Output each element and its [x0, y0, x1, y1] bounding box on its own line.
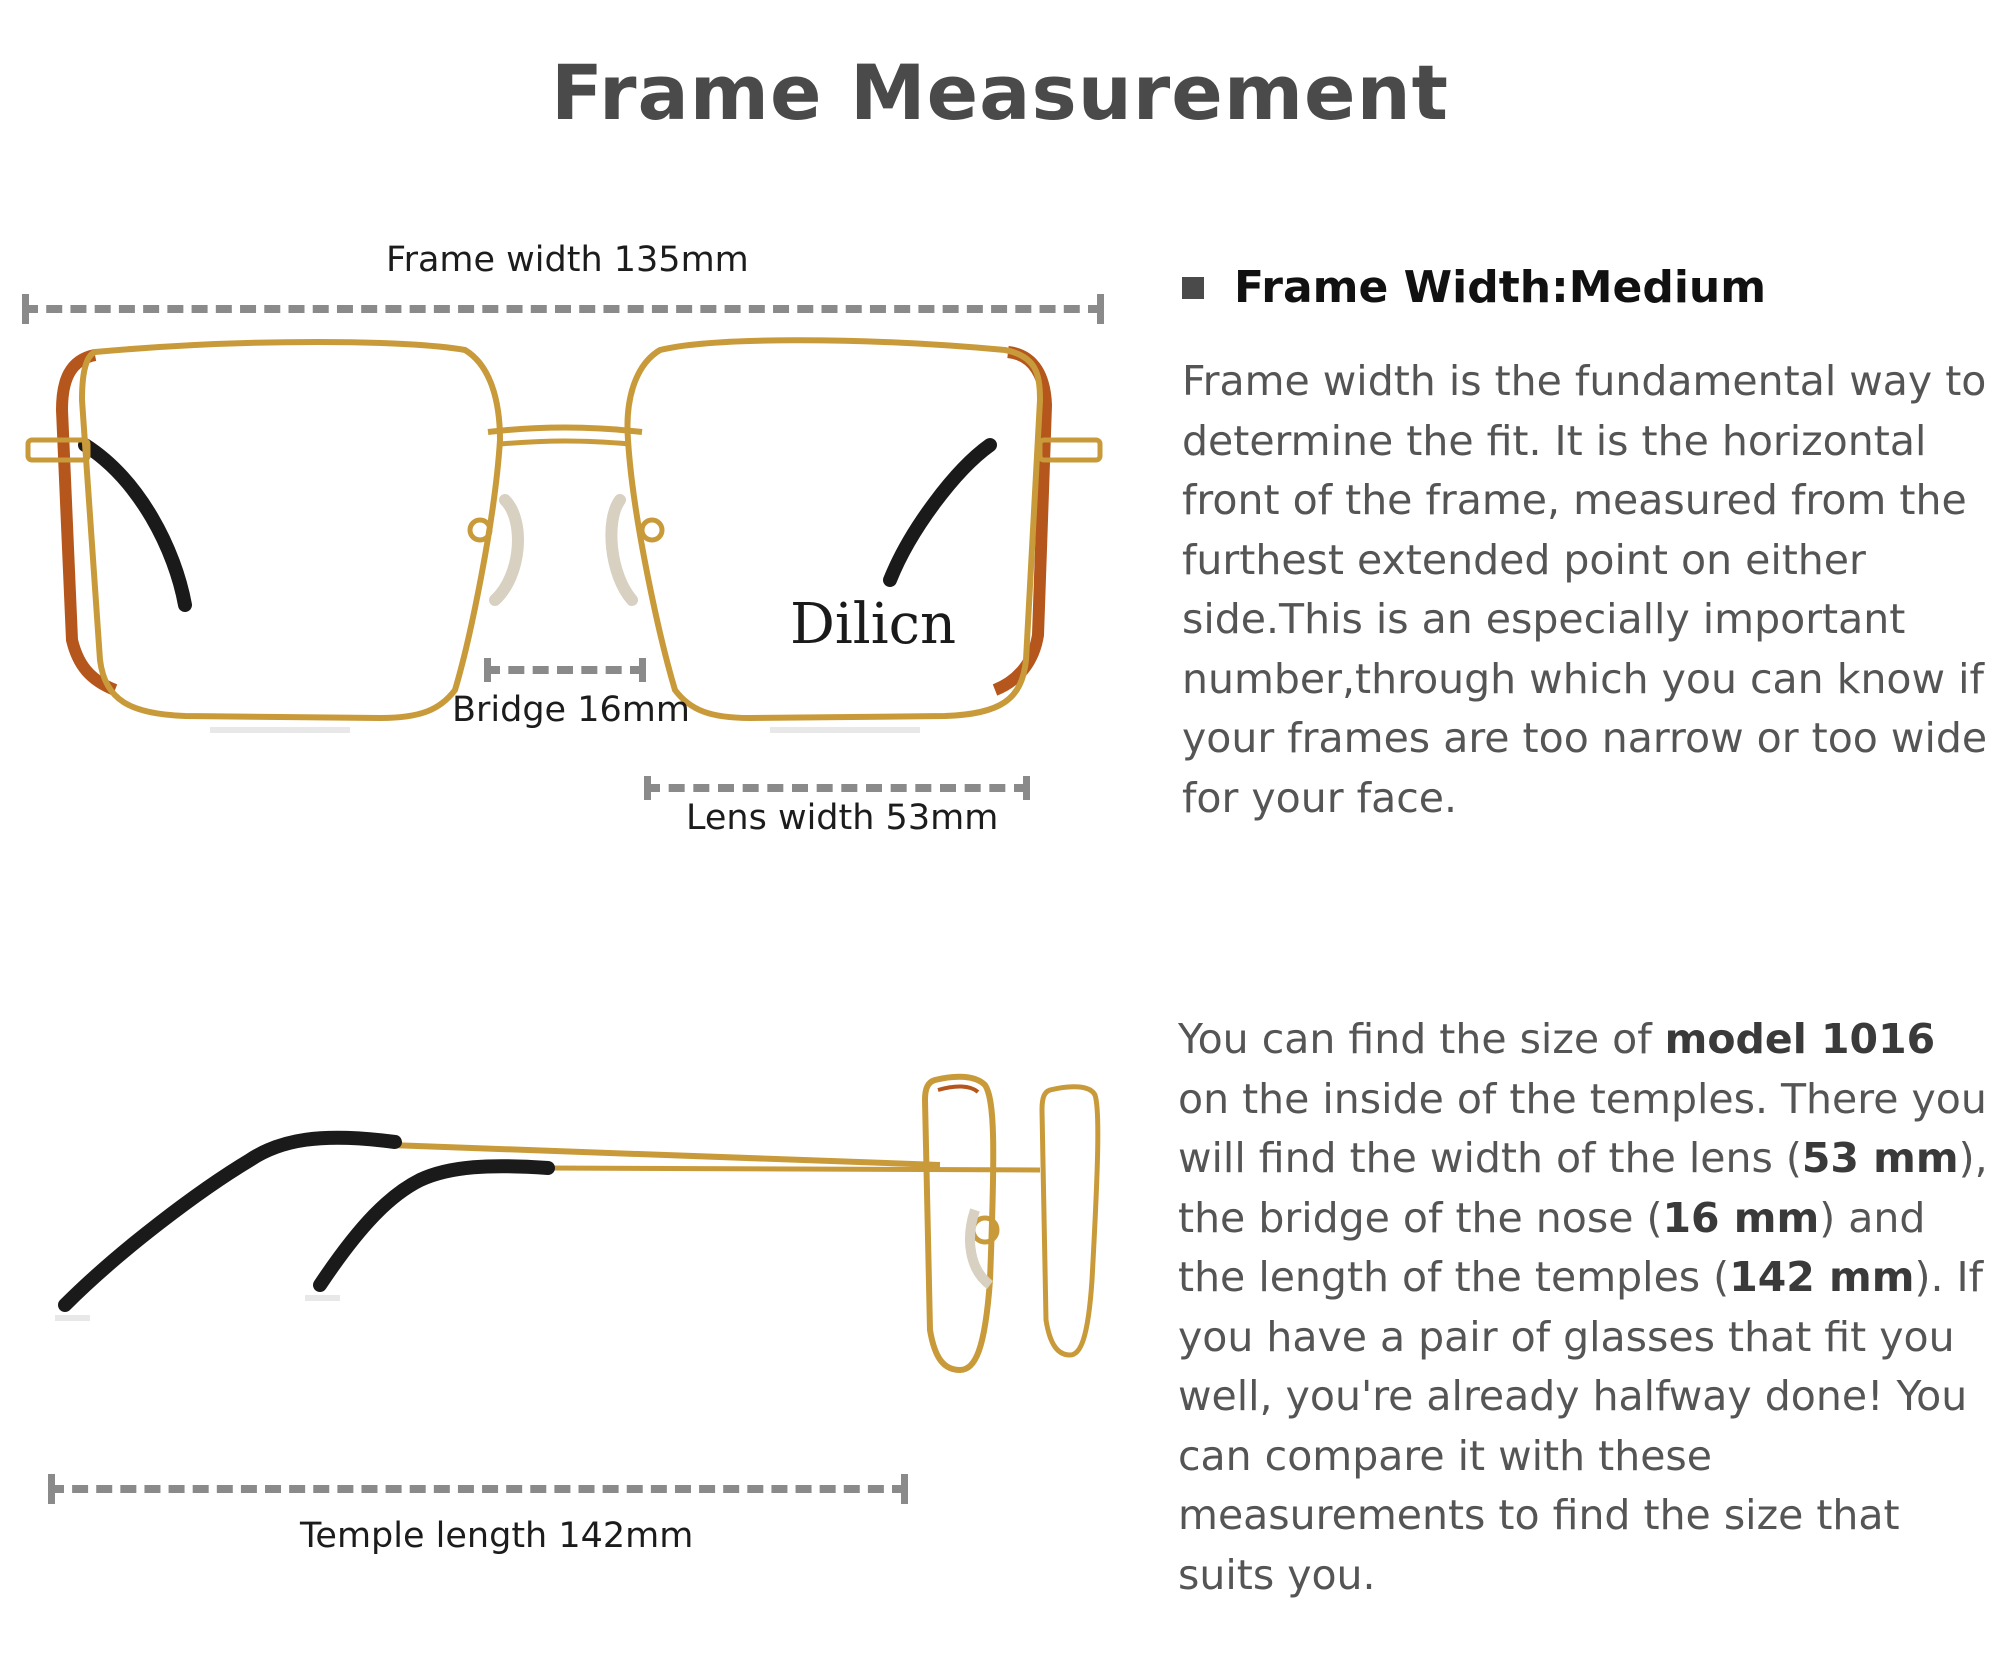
square-bullet-icon	[1182, 276, 1204, 299]
brand-logo: Dilicn	[790, 592, 957, 657]
temple-length-dimension-line	[48, 1474, 908, 1504]
model-number: model 1016	[1664, 1015, 1936, 1063]
temple-length-value: 142 mm	[1729, 1253, 1915, 1301]
frame-width-dimension-line	[22, 294, 1104, 324]
model-text-5: ). If you have a pair of glasses that fi…	[1178, 1253, 1984, 1599]
frame-width-heading: Frame Width:Medium	[1182, 262, 1766, 313]
model-text-2: on the inside of the temples. There you …	[1178, 1074, 1987, 1183]
model-text-3: ), the bridge of the nose (	[1178, 1134, 1988, 1242]
lens-width-label: Lens width 53mm	[686, 798, 999, 838]
bridge-value: 16 mm	[1662, 1193, 1820, 1242]
model-text-1: You can find the size of	[1178, 1015, 1665, 1063]
lens-width-dimension-line	[644, 776, 1030, 800]
model-text-4: ) and the length of the temples (	[1178, 1193, 1926, 1302]
glasses-front-image	[25, 337, 1103, 733]
glasses-side-image	[55, 1073, 1101, 1374]
model-size-description: You can find the size of model 1016 on t…	[1178, 1010, 1998, 1605]
temple-length-label: Temple length 142mm	[300, 1516, 694, 1556]
frame-width-description: Frame width is the fundamental way to de…	[1182, 357, 1988, 822]
bridge-dimension-line	[484, 658, 646, 682]
bridge-label: Bridge 16mm	[452, 690, 690, 730]
frame-width-heading-text: Frame Width:Medium	[1234, 262, 1767, 313]
lens-width-value: 53 mm	[1801, 1134, 1959, 1182]
frame-width-label: Frame width 135mm	[386, 240, 749, 280]
page-title: Frame Measurement	[550, 48, 1449, 137]
